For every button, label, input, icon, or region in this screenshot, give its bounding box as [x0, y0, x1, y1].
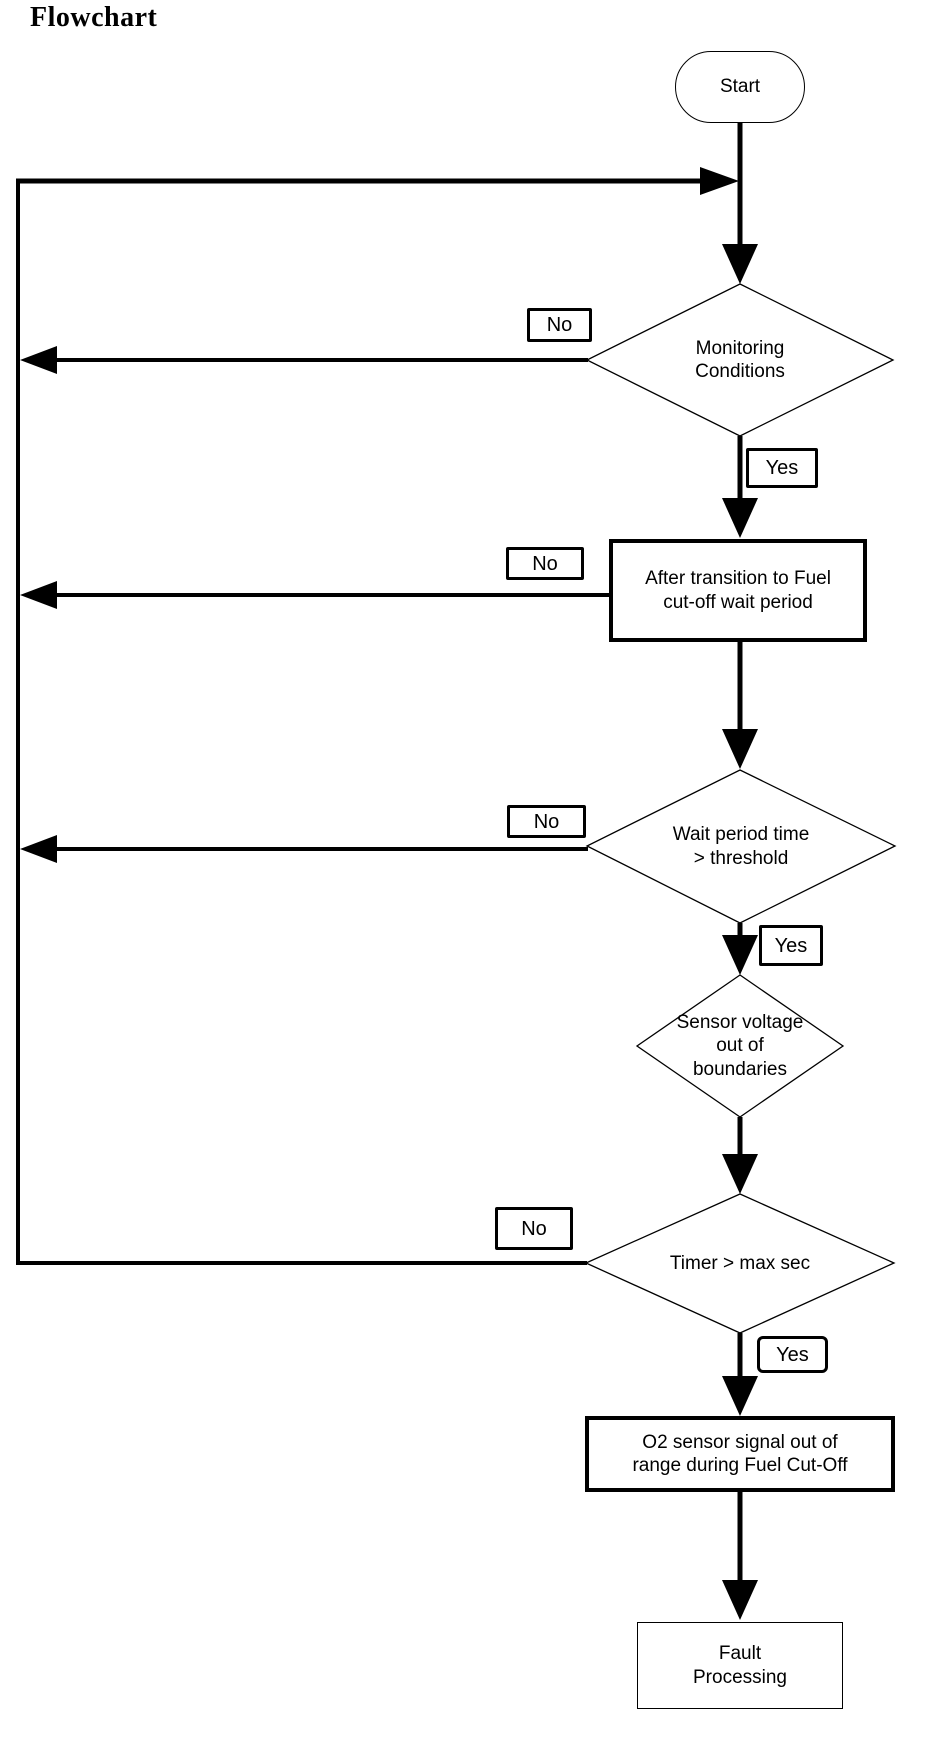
process-after-transition-label: After transition to Fuel cut-off wait pe…: [645, 568, 831, 613]
arrowhead-into-after-transition: [722, 498, 758, 538]
no-arrowhead-wait-period: [20, 835, 57, 863]
arrowhead-into-timer: [722, 1154, 758, 1194]
feedback-arrowhead: [700, 167, 739, 195]
yes-badge-wait-period: Yes: [759, 925, 823, 966]
start-node: Start: [675, 51, 805, 123]
no-badge-timer: No: [495, 1207, 573, 1250]
process-after-transition: After transition to Fuel cut-off wait pe…: [609, 539, 867, 642]
arrowhead-into-monitoring: [722, 244, 758, 284]
no-badge-wait-period: No: [507, 805, 586, 838]
no-arrowhead-after-transition: [20, 581, 57, 609]
process-fault-processing-label: Fault Processing: [693, 1643, 787, 1688]
page-title: Flowchart: [30, 2, 158, 33]
process-o2-out-of-range-label: O2 sensor signal out of range during Fue…: [632, 1431, 848, 1476]
arrowhead-into-o2: [722, 1376, 758, 1416]
decision-wait-period-label: Wait period time > threshold: [672, 824, 810, 869]
process-fault-processing: Fault Processing: [637, 1622, 843, 1709]
arrowhead-into-sensor-voltage: [722, 935, 758, 975]
yes-badge-timer: Yes: [757, 1336, 828, 1373]
arrowhead-into-wait-period: [722, 729, 758, 769]
decision-monitoring-conditions-label: Monitoring Conditions: [695, 337, 785, 382]
decision-timer-label: Timer > max sec: [669, 1252, 811, 1274]
arrowhead-into-fault-processing: [722, 1580, 758, 1620]
no-badge-after-transition: No: [506, 547, 584, 580]
yes-badge-monitoring: Yes: [746, 448, 818, 488]
decision-sensor-voltage-label: Sensor voltage out of boundaries: [676, 1012, 804, 1080]
process-o2-out-of-range: O2 sensor signal out of range during Fue…: [585, 1416, 895, 1492]
no-badge-monitoring: No: [527, 308, 592, 342]
no-arrowhead-monitoring: [20, 346, 57, 374]
start-node-label: Start: [719, 76, 761, 98]
